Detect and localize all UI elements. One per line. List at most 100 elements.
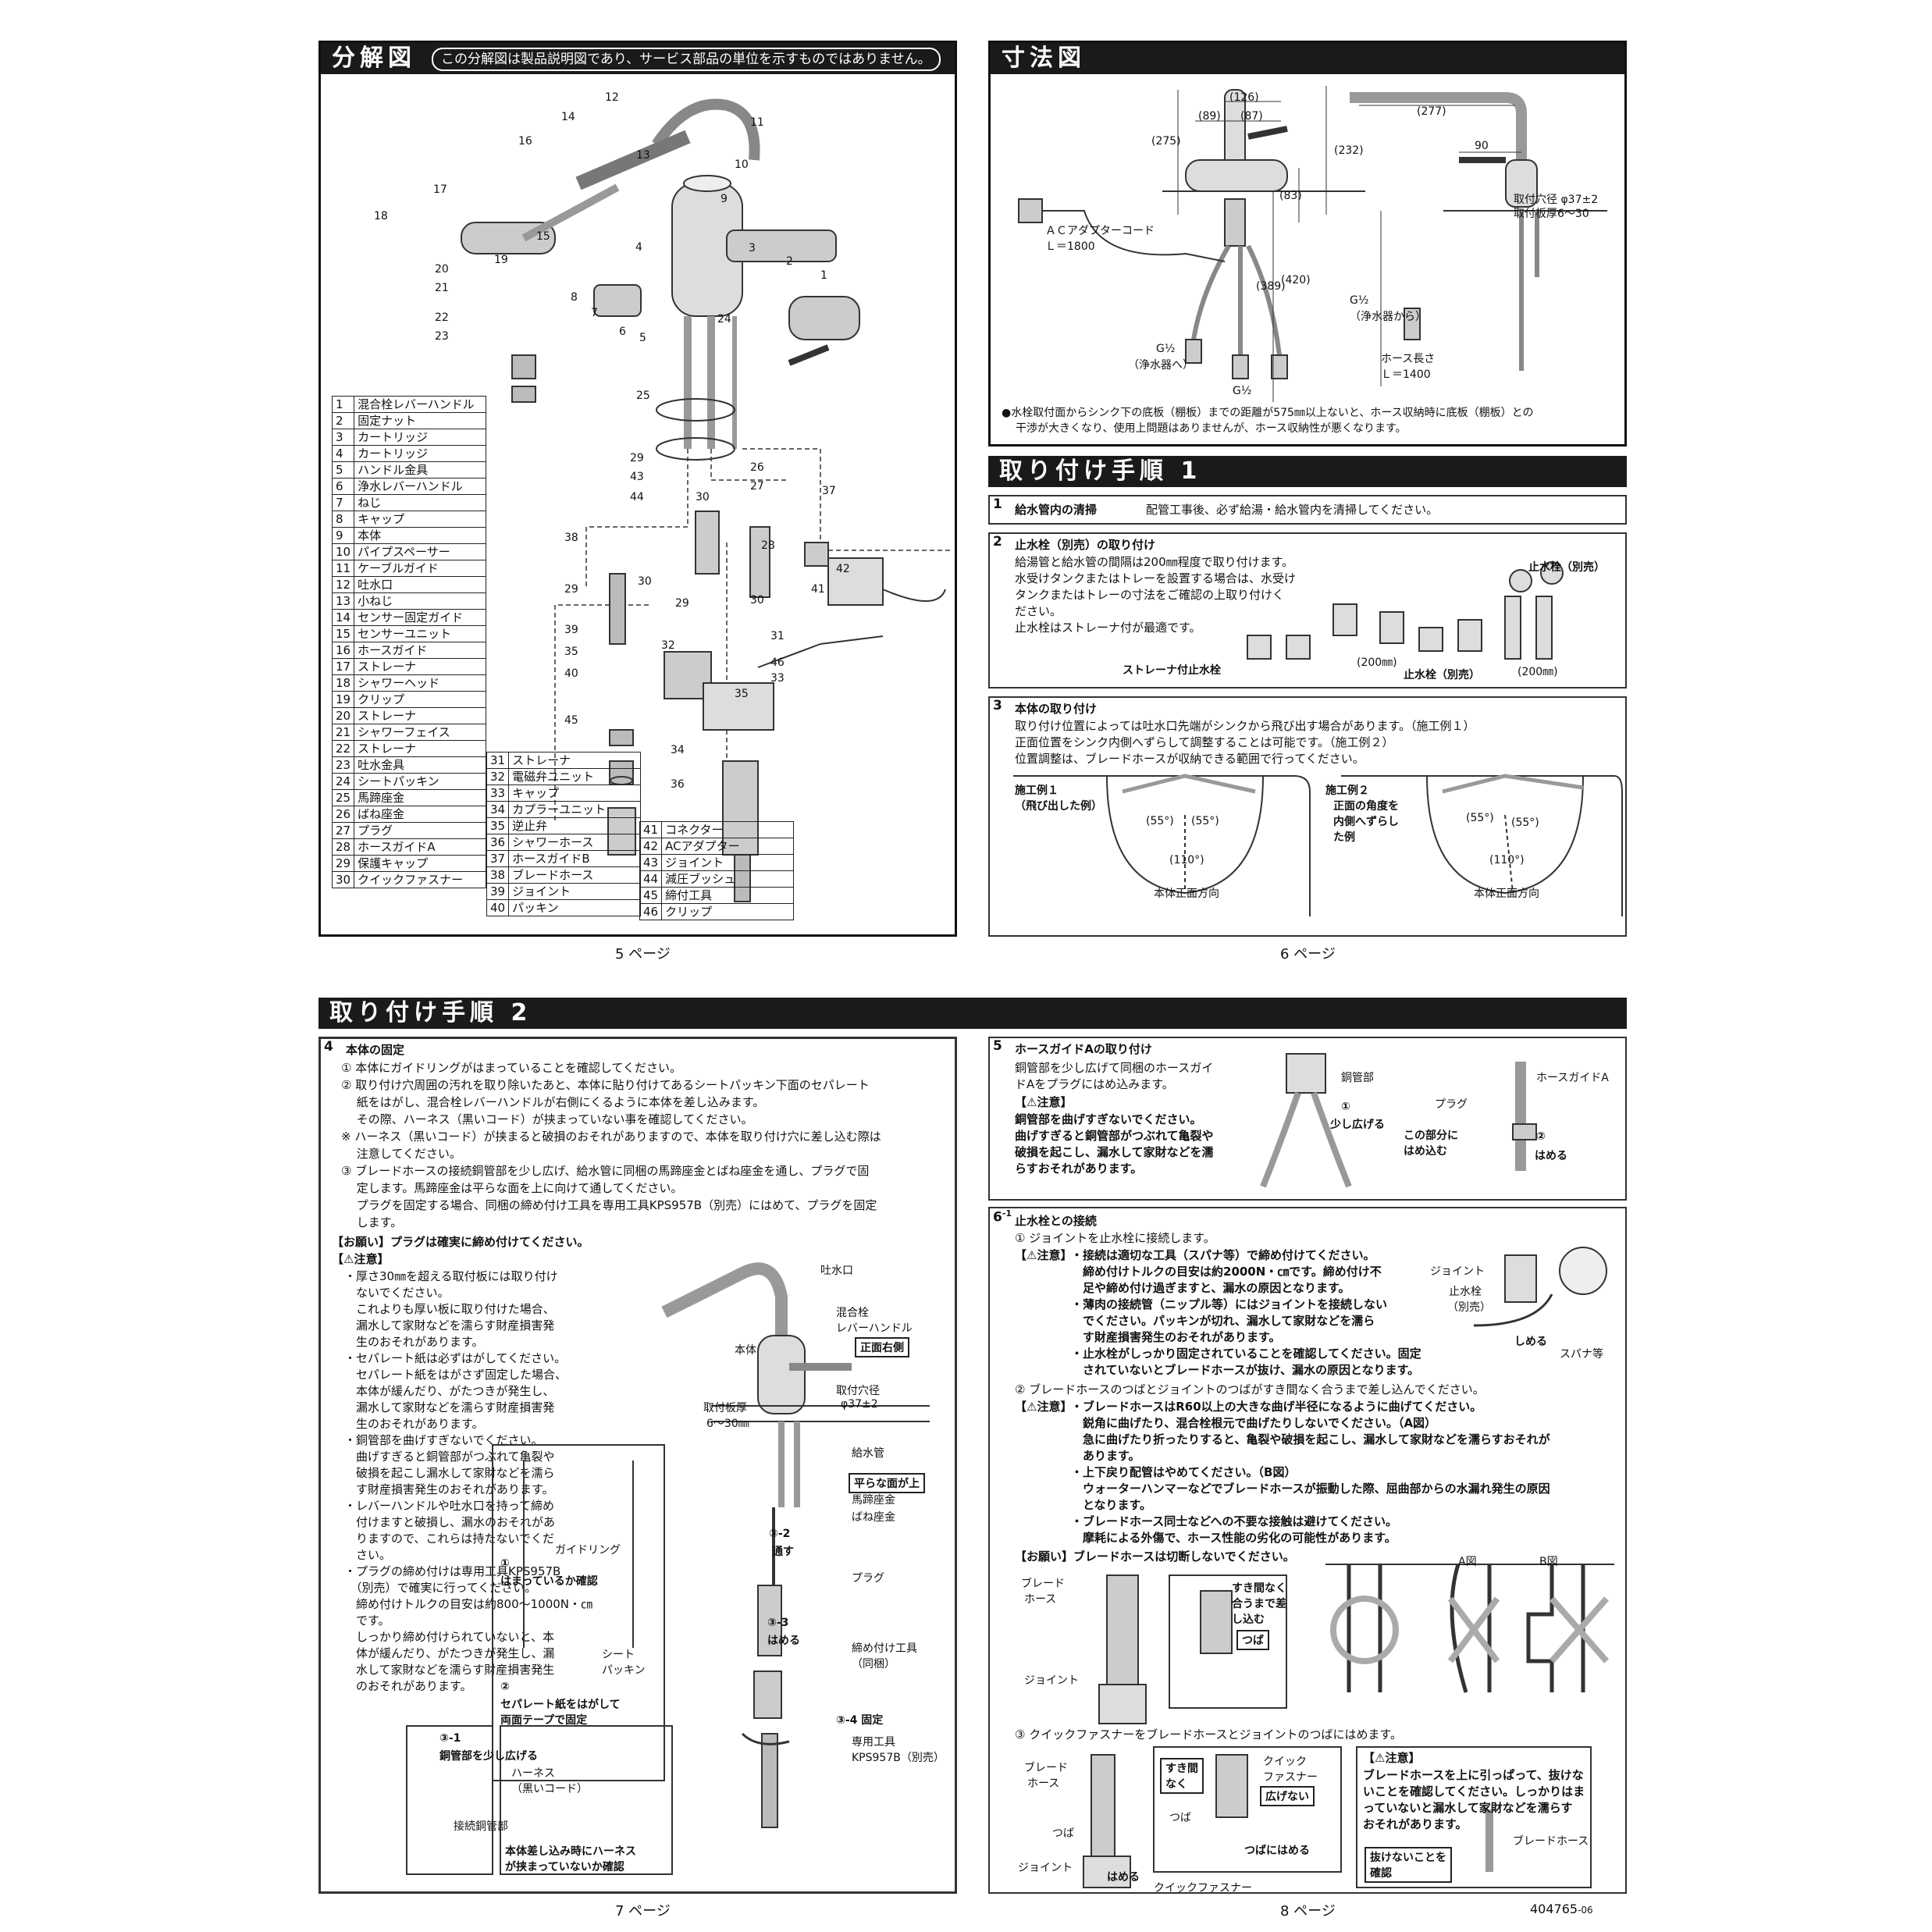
stop-valve-figure	[1247, 561, 1564, 660]
fig4-plug: プラグ	[852, 1572, 884, 1585]
text-line: 取り付け位置によっては吐水口先端がシンクから飛び出す場合があります。（施工例１）	[1015, 719, 1475, 733]
text-line: さい。	[344, 1548, 392, 1562]
step-5-figure	[1260, 1053, 1537, 1188]
fig4-step31b: 銅管部を少し広げる	[439, 1750, 538, 1763]
callout-15: 15	[536, 230, 550, 243]
dim-277: (277)	[1417, 105, 1446, 118]
ex2-angle-55a: (55°)	[1466, 812, 1494, 824]
text-line: 止水栓はストレーナ付が最適です。	[1015, 621, 1201, 635]
part-number: 40	[486, 899, 510, 916]
example-2-sub2: 内側へずらし	[1333, 816, 1399, 828]
dim-ac-cord: ＡＣアダプターコード	[1045, 225, 1155, 237]
dimensions-header: 寸法図	[991, 43, 1624, 74]
fig6-tsuba-b: つば	[1052, 1827, 1074, 1840]
callout-29a: 29	[630, 452, 644, 464]
step-6-caution2: ・ブレードホースはR60以上の大きな曲げ半径になるように曲げてください。 鋭角に…	[1071, 1399, 1550, 1546]
fig4-plate: 取付板厚	[703, 1402, 747, 1414]
fig6-braid-hose: ブレードホース	[1513, 1835, 1589, 1848]
example-2-sub3: た例	[1333, 831, 1355, 844]
example-2-title: 施工例２	[1325, 785, 1369, 797]
fig4-guide-ring: ガイドリング	[555, 1544, 621, 1557]
text-line: タンクまたはトレーの寸法をご確認の上取り付けく	[1015, 588, 1285, 602]
step-6-line2: ② ブレードホースのつばとジョイントのつばがすき間なく合うまで差し込んでください…	[1015, 1382, 1485, 1397]
dimensions-note-line2: 干渉が大きくなり、使用上問題はありませんが、ホース収納性が悪くなります。	[1016, 422, 1407, 435]
step-4-number: 4	[324, 1039, 333, 1055]
part-number: 39	[486, 883, 510, 900]
part-name: パイプスペーサー	[354, 543, 487, 560]
document-id: 404765-06	[1530, 1902, 1593, 1916]
callout-37: 37	[822, 485, 836, 497]
step-6-caution2-title: 【⚠注意】	[1015, 1400, 1073, 1414]
fig4-tool: 締め付け工具	[852, 1642, 917, 1655]
callout-41: 41	[811, 583, 825, 596]
part-name: シャワーフェイス	[354, 724, 487, 741]
part-name: ねじ	[354, 494, 487, 511]
part-number: 36	[486, 834, 510, 851]
fig4-step32: ③-2	[769, 1528, 791, 1540]
fig4-c1b: はまっているか確認	[500, 1575, 598, 1588]
part-name: シャワーヘッド	[354, 674, 487, 692]
exploded-view-title: 分解図	[332, 44, 416, 72]
dim-420: (420)	[1281, 274, 1311, 286]
callout-36: 36	[671, 778, 685, 791]
text-line: 生のおそれがあります。	[344, 1417, 484, 1431]
callout-30a: 30	[696, 491, 710, 503]
callout-33: 33	[770, 672, 785, 685]
callout-26: 26	[750, 461, 764, 474]
fig6-braid-b2: ホース	[1027, 1777, 1060, 1790]
callout-31: 31	[770, 630, 785, 642]
text-line: 生のおそれがあります。	[344, 1335, 484, 1349]
text-line: らすおそれがあります。	[1015, 1162, 1143, 1176]
part-name: ブレードホース	[508, 866, 642, 884]
fig6-nogap2: なく	[1165, 1778, 1187, 1791]
fig4-plate2: 6～30㎜	[706, 1418, 749, 1430]
fig6-check1: 抜けないことを	[1370, 1852, 1446, 1864]
callout-16: 16	[518, 135, 532, 148]
text-line: ・薄肉の接続管（ニップル等）にはジョイントを接続しない	[1071, 1297, 1388, 1311]
fig4-c2b: セパレート紙をはがして	[500, 1699, 621, 1711]
fig6-gap3: し込む	[1232, 1614, 1265, 1626]
fig6-tsuba: つば	[1236, 1630, 1269, 1650]
fig4-special: 専用工具	[852, 1736, 895, 1749]
callout-38: 38	[564, 532, 578, 544]
callout-43: 43	[630, 471, 644, 483]
text-line: のおそれがあります。	[344, 1679, 472, 1693]
text-line: 銅管部を曲げすぎないでください。	[1015, 1112, 1202, 1126]
step-6-box: 6-1 止水栓との接続 ① ジョイントを止水栓に接続します。 【⚠注意】 ・接続…	[988, 1207, 1627, 1895]
callout-46: 46	[770, 656, 785, 669]
ex1-angle-55a: (55°)	[1146, 815, 1174, 827]
step-1-text: 配管工事後、必ず給湯・給水管内を清掃してください。	[1146, 503, 1439, 517]
ex2-front: 本体正面方向	[1474, 888, 1539, 900]
step-5-caution-title: 【⚠注意】	[1015, 1095, 1073, 1109]
part-name: ACアダプター	[661, 838, 795, 855]
fig6-nogap: すき間なく	[1160, 1758, 1204, 1794]
fig6-braid2: ホース	[1024, 1593, 1057, 1606]
fig4-step31: ③-1	[439, 1732, 461, 1745]
part-number: 26	[331, 806, 355, 823]
fig4-harness: ハーネス	[511, 1767, 555, 1780]
fig4-spout: 吐水口	[820, 1265, 853, 1277]
text-line: 足や締め付け過ぎますと、漏水の原因となります。	[1071, 1281, 1350, 1295]
text-line: でください。パッキンが切れ、漏水して家財などを濡ら	[1071, 1314, 1375, 1328]
text-line: ③ ブレードホースの接続銅管部を少し広げ、給水管に同梱の馬蹄座金とばね座金を通し…	[341, 1164, 870, 1178]
step-1-title: 給水管内の清掃	[1015, 503, 1098, 517]
text-line: 付けますと破損し、漏水のおそれがあ	[344, 1515, 556, 1529]
page-number-5: 5 ページ	[615, 946, 671, 962]
callout-45: 45	[564, 714, 578, 727]
part-number: 34	[486, 801, 510, 818]
callout-5: 5	[639, 332, 646, 344]
part-number: 31	[486, 752, 510, 769]
fig5-part1: この部分に	[1404, 1130, 1458, 1142]
text-line: ・ブレードホースはR60以上の大きな曲げ半径になるように曲げてください。	[1071, 1400, 1482, 1414]
text-line: 急に曲げたり折ったりすると、亀裂や破損を起こし、漏水して家財などを濡らすおそれが	[1071, 1432, 1550, 1446]
